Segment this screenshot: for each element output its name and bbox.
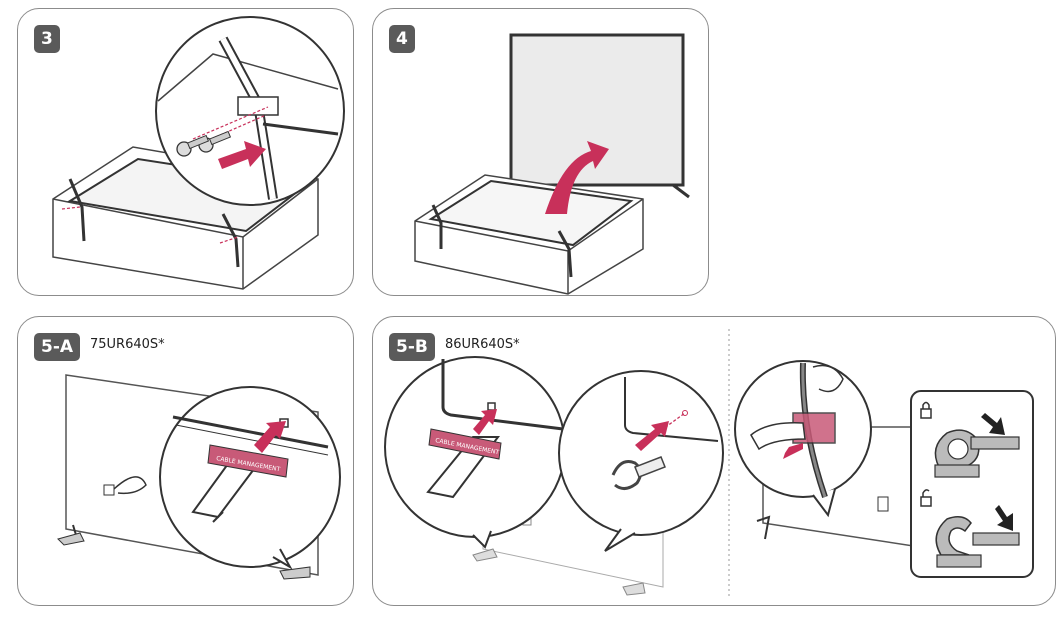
step-4-badge: 4: [389, 25, 415, 53]
clip-closed: [934, 429, 1020, 478]
step-4-illustration: [414, 33, 690, 295]
panel-step-5b: 5-B 86UR640S* CABLE MANAGEMENT: [372, 316, 1056, 606]
panel-step-5a: 5-A 75UR640S* CABLE MANAGEMENT: [17, 316, 354, 606]
lock-open-icon: [920, 489, 932, 507]
step-5b-model: 86UR640S*: [445, 337, 520, 352]
step-3-illustration: [52, 16, 345, 290]
arrow-icon: [635, 421, 669, 451]
arrow-icon: [981, 413, 1005, 435]
arrow-icon: [783, 443, 803, 459]
step-5a-badge: 5-A: [34, 333, 81, 361]
step-5b-badge: 5-B: [389, 333, 435, 361]
panel-step-4: 4: [372, 8, 709, 296]
step-5a-model: 75UR640S*: [90, 337, 165, 352]
arrow-icon: [995, 505, 1013, 531]
step-3-badge: 3: [34, 25, 60, 53]
clip-open: [935, 516, 1020, 568]
panel-step-3: 3: [17, 8, 354, 296]
arrow-icon: [473, 409, 497, 435]
arrow-icon: [254, 421, 286, 453]
arrow-icon: [545, 141, 609, 214]
step-5a-illustration: CABLE MANAGEMENT: [57, 374, 341, 580]
arrow-icon: [218, 141, 266, 169]
lock-closed-icon: [920, 401, 932, 419]
step-5b-illustration: CABLE MANAGEMENT: [384, 329, 1034, 599]
screw-icon: [176, 130, 232, 157]
